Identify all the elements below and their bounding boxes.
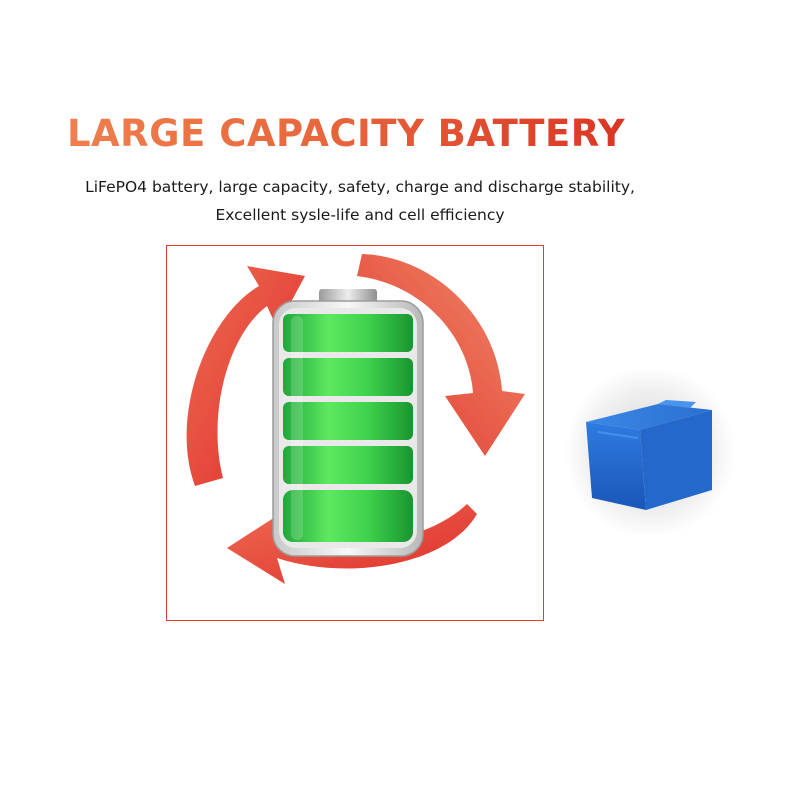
battery-full-icon — [272, 289, 424, 557]
page-title: LARGE CAPACITY BATTERY — [0, 112, 692, 155]
battery-cell-image — [562, 362, 738, 542]
description-line-1: LiFePO4 battery, large capacity, safety,… — [85, 178, 635, 196]
cycle-arrows-icon — [186, 254, 525, 584]
arrow-segment — [357, 254, 525, 456]
battery-illustration-frame — [166, 245, 544, 621]
battery-cell-icon — [564, 366, 736, 538]
description-line-2: Excellent sysle-life and cell efficiency — [215, 206, 505, 224]
